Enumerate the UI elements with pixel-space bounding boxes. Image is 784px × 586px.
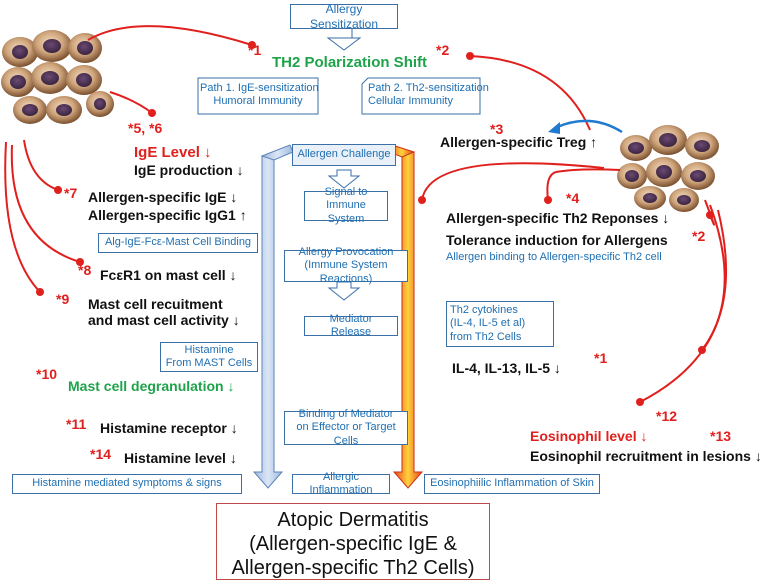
atopic-dermatitis-title: Atopic Dermatitis: [277, 509, 429, 531]
allergy-sensitization-label: Allergy Sensitization: [309, 2, 379, 31]
binding-line2: on Effector or Target Cells: [296, 421, 396, 447]
histamine-symptoms-label: Histamine mediated symptoms & signs: [32, 477, 222, 490]
allergy-sensitization-box: Allergy Sensitization: [290, 2, 398, 31]
il-cytokines: IL-4, IL-13, IL-5 ↓: [452, 360, 561, 376]
star-9: *9: [56, 291, 70, 307]
signal-line2: Immune System: [326, 199, 366, 225]
star-13: *13: [710, 428, 732, 444]
path2-line1: Path 2. Th2-sensitization: [368, 82, 489, 94]
allergen-challenge-label: Allergen Challenge: [297, 148, 391, 161]
allergic-inflammation-label: Allergic Inflammation: [309, 470, 373, 496]
eosinophilic-inflammation-box: Eosinophiilic Inflammation of Skin: [424, 474, 600, 494]
atopic-dermatitis-box: Atopic Dermatitis (Allergen-specific IgE…: [216, 503, 490, 580]
path2-label: Path 2. Th2-sensitization Cellular Immun…: [364, 82, 489, 108]
star-2-top: *2: [436, 42, 450, 58]
mast-cell-cluster-icon: [1, 30, 114, 124]
histamine-box-line2: From MAST Cells: [165, 357, 253, 369]
alg-binding-label: Alg-IgE-Fcε-Mast Cell Binding: [104, 236, 252, 249]
star-5-6: *5, *6: [128, 120, 163, 136]
histamine-level: Histamine level ↓: [124, 450, 237, 466]
th2-cell-cluster-icon: [617, 125, 719, 212]
star-10: *10: [36, 366, 58, 382]
allergic-inflammation-box: Allergic Inflammation: [292, 470, 390, 496]
fcer1-mast-cell: FcεR1 on mast cell ↓: [100, 267, 237, 283]
mediator-release-box: Mediator Release: [304, 312, 398, 338]
histamine-receptor: Histamine receptor ↓: [100, 420, 238, 436]
th2-polarization-shift: TH2 Polarization Shift: [272, 54, 428, 71]
provocation-box: Allergy Provocation(Immune System Reacti…: [284, 246, 408, 285]
star-1: *1: [594, 350, 608, 366]
tolerance-induction: Tolerance induction for Allergens: [446, 232, 668, 248]
eosinophil-level: Eosinophil level ↓: [530, 428, 648, 444]
star-2-right: *2: [692, 228, 706, 244]
provocation-line2: (Immune System Reactions): [304, 259, 388, 285]
provocation-line1: Allergy Provocation: [298, 246, 394, 259]
mast-recruit-line2: and mast cell activity ↓: [88, 312, 240, 329]
th2-cytokines-box: Th2 cytokines(IL-4, IL-5 et al)from Th2 …: [446, 301, 554, 347]
histamine-box-line1: Histamine: [184, 343, 234, 356]
star-1-top: *1: [248, 42, 262, 58]
star-7: *7: [64, 185, 78, 201]
histamine-symptoms-box: Histamine mediated symptoms & signs: [12, 474, 242, 494]
allergen-specific-igg1: Allergen-specific IgG1 ↑: [88, 207, 247, 223]
star-3: *3: [490, 121, 504, 137]
mast-cell-recruitment: Mast cell recuitment and mast cell activ…: [88, 296, 240, 328]
alg-binding-box: Alg-IgE-Fcε-Mast Cell Binding: [98, 233, 258, 253]
allergen-specific-ige: Allergen-specific IgE ↓: [88, 189, 238, 205]
atopic-dermatitis-line3: Allergen-specific Th2 Cells): [231, 557, 475, 579]
mast-cell-degranulation: Mast cell degranulation ↓: [68, 378, 235, 394]
allergen-binding-th2: Allergen binding to Allergen-specific Th…: [446, 251, 662, 263]
ige-level: IgE Level ↓: [134, 144, 212, 161]
mast-recruit-line1: Mast cell recuitment: [88, 296, 223, 312]
star-14: *14: [90, 446, 112, 462]
binding-line1: Binding of Mediator: [298, 408, 394, 421]
star-8: *8: [78, 262, 92, 278]
allergen-specific-treg: Allergen-specific Treg ↑: [440, 134, 598, 150]
eosinophilic-inflammation-label: Eosinophiilic Inflammation of Skin: [430, 477, 594, 490]
path1-line1: Path 1. IgE-sensitization: [200, 82, 319, 94]
path2-line2: Cellular Immunity: [368, 95, 453, 108]
star-12: *12: [656, 408, 678, 424]
th2-cytokines-line1: Th2 cytokines: [450, 304, 518, 317]
star-11: *11: [66, 416, 87, 432]
star-4: *4: [566, 190, 580, 206]
path1-label: Path 1. IgE-sensitization Humoral Immuni…: [200, 82, 319, 108]
ige-production: IgE production ↓: [134, 162, 244, 178]
th2-responses: Allergen-specific Th2 Reponses ↓: [446, 210, 670, 226]
eosinophil-recruitment: Eosinophil recruitment in lesions ↓: [530, 448, 762, 464]
mediator-release-label: Mediator Release: [329, 312, 373, 338]
allergen-challenge-box: Allergen Challenge: [292, 144, 396, 166]
th2-cytokines-line2: (IL-4, IL-5 et al): [450, 317, 526, 330]
th2-cytokines-line3: from Th2 Cells: [450, 330, 522, 343]
signal-line1: Signal to: [324, 186, 368, 199]
path1-line2: Humoral Immunity: [213, 95, 303, 108]
atopic-dermatitis-line2: (Allergen-specific IgE &: [249, 533, 457, 555]
